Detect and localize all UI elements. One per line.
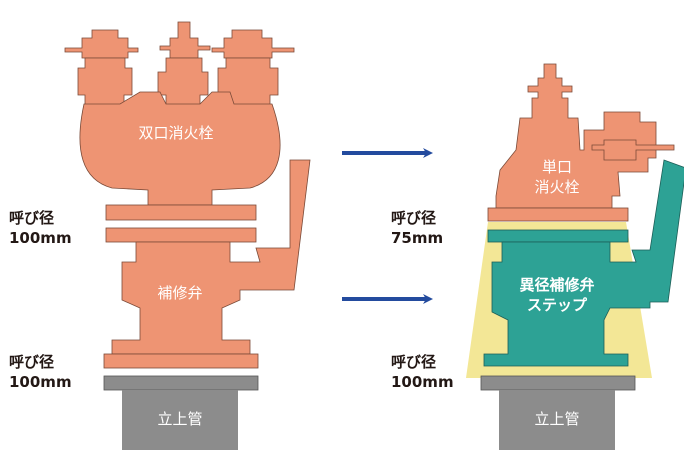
double-hydrant-shape <box>64 21 311 369</box>
right-riser <box>480 375 636 450</box>
left-lower-size-line1: 呼び径 <box>9 353 55 371</box>
left-lower-size-label: 呼び径 100mm <box>9 352 72 392</box>
left-upper-size-line1: 呼び径 <box>9 209 55 227</box>
single-hydrant-label-line2: 消火栓 <box>534 178 579 196</box>
left-riser <box>103 375 259 450</box>
reducer-valve-step-shape <box>483 159 684 367</box>
valve-label: 補修弁 <box>157 284 202 302</box>
right-upper-size-line1: 呼び径 <box>391 209 437 227</box>
right-lower-size-label: 呼び径 100mm <box>391 352 454 392</box>
right-upper-size-label: 呼び径 75mm <box>391 208 443 248</box>
reducer-valve-label-line2: ステップ <box>527 296 588 314</box>
left-lower-size-line2: 100mm <box>9 373 72 391</box>
left-upper-size-line2: 100mm <box>9 229 72 247</box>
single-hydrant-shape <box>487 63 675 222</box>
reducer-valve-label-line1: 異径補修弁 <box>519 276 594 294</box>
single-hydrant-label-line1: 単口 <box>542 158 572 176</box>
left-riser-label: 立上管 <box>157 410 202 428</box>
right-upper-size-line2: 75mm <box>391 229 444 247</box>
right-lower-size-line1: 呼び径 <box>391 353 437 371</box>
left-upper-size-label: 呼び径 100mm <box>9 208 72 248</box>
right-riser-label: 立上管 <box>534 410 579 428</box>
right-lower-size-line2: 100mm <box>391 373 454 391</box>
double-hydrant-label: 双口消火栓 <box>138 124 213 142</box>
